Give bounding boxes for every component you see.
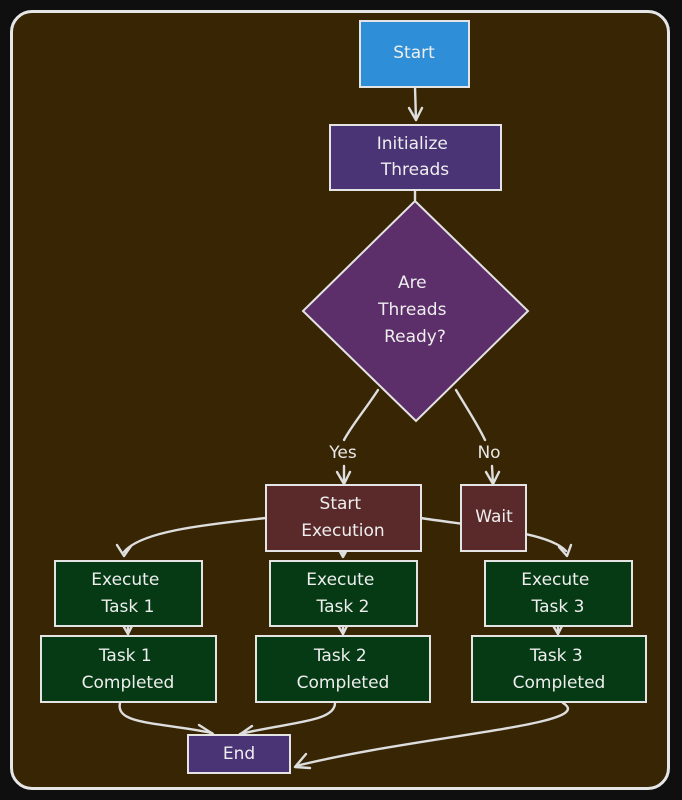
node-init: Initialize Threads — [329, 124, 502, 191]
node-execute-task-3: Execute Task 3 — [484, 560, 633, 627]
node-execute-task-1: Execute Task 1 — [54, 560, 203, 627]
node-task-3-completed: Task 3 Completed — [471, 635, 647, 703]
edge-decision-no — [454, 388, 487, 442]
node-wait-label: Wait — [475, 507, 513, 527]
edges — [115, 85, 573, 770]
edge-exec-to-task1-arrow — [115, 543, 133, 558]
node-task-2-completed: Task 2 Completed — [255, 635, 431, 703]
node-task-2-completed-label: Task 2 Completed — [297, 646, 390, 693]
node-init-label: Initialize Threads — [377, 134, 454, 180]
edge-no-to-wait — [490, 464, 495, 486]
node-task-3-completed-label: Task 3 Completed — [513, 646, 606, 693]
node-task-3-completed-box — [471, 635, 647, 703]
node-execute-task-2: Execute Task 2 — [269, 560, 418, 627]
node-init-box — [329, 124, 502, 191]
node-execute-task-3-label: Execute Task 3 — [521, 570, 594, 617]
node-execute-task-1-label: Execute Task 1 — [91, 570, 164, 617]
node-start-execution-box — [265, 484, 422, 552]
edge-done3-to-end-arrow — [293, 752, 312, 770]
node-end-label: End — [223, 744, 255, 764]
node-start: Start — [359, 20, 470, 88]
edge-done2-to-end — [238, 701, 337, 736]
node-wait: Wait — [460, 484, 527, 552]
edge-start-to-init-arrow — [407, 106, 424, 122]
node-start-box — [359, 20, 470, 88]
node-start-execution-label: Start Execution — [301, 494, 384, 541]
node-start-execution: Start Execution — [265, 484, 422, 552]
node-task-1-completed: Task 1 Completed — [40, 635, 217, 703]
node-end-box — [187, 734, 291, 774]
edge-exec-to-task3-arrow — [557, 543, 573, 558]
node-wait-box — [460, 484, 527, 552]
edge-done3-to-end — [294, 701, 569, 768]
edge-done1-to-end — [118, 701, 214, 735]
node-execute-task-3-box — [484, 560, 633, 627]
node-execute-task-2-label: Execute Task 2 — [306, 570, 379, 617]
node-end: End — [187, 734, 291, 774]
node-execute-task-1-box — [54, 560, 203, 627]
edge-label-no: No — [477, 443, 500, 463]
node-decision-label: Are Threads Ready? — [377, 273, 452, 347]
node-task-1-completed-label: Task 1 Completed — [82, 646, 175, 693]
edge-label-yes: Yes — [328, 443, 357, 463]
node-task-1-completed-box — [40, 635, 217, 703]
node-decision: Are Threads Ready? — [301, 199, 530, 423]
node-task-2-completed-box — [255, 635, 431, 703]
edge-exec-to-task1 — [122, 516, 268, 554]
node-start-label: Start — [393, 43, 435, 63]
edge-start-to-init — [413, 85, 418, 122]
node-execute-task-2-box — [269, 560, 418, 627]
edge-decision-yes — [342, 388, 380, 442]
node-decision-diamond — [301, 199, 530, 423]
